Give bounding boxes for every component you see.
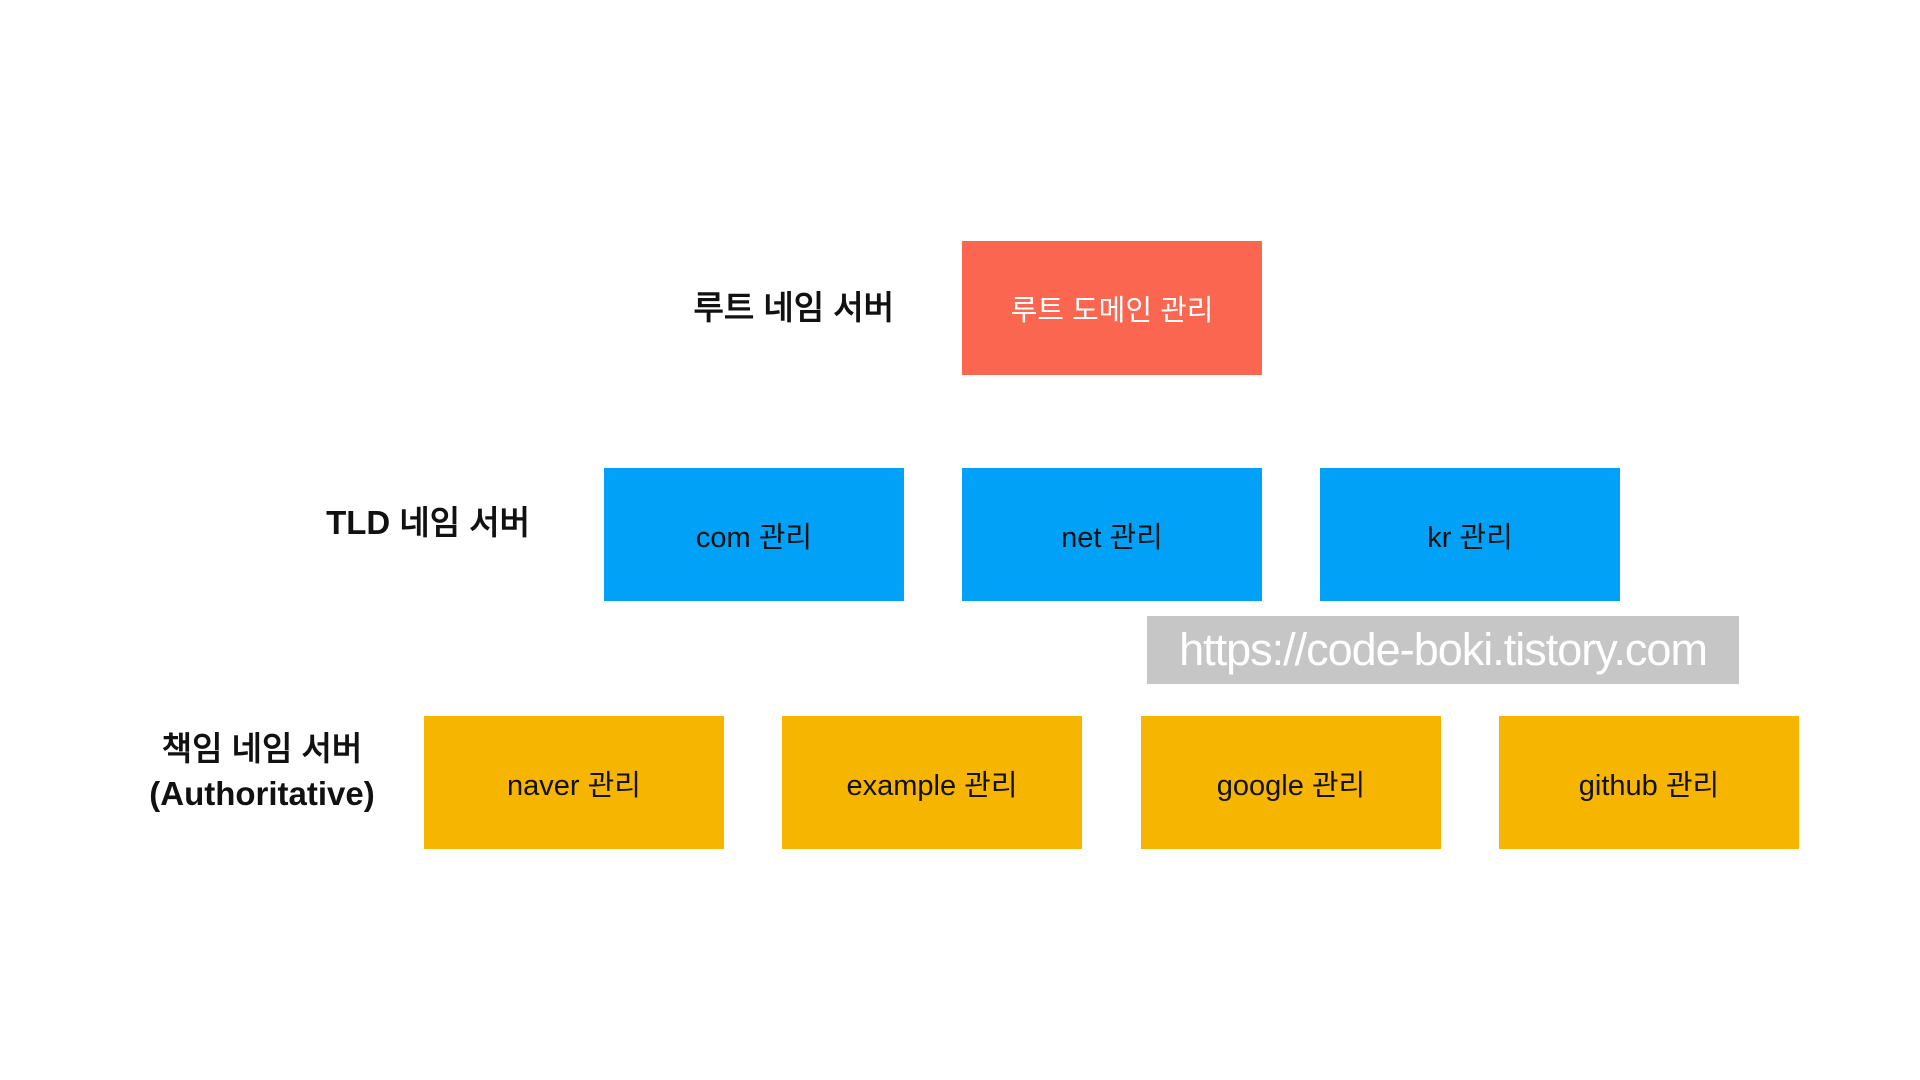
row-label-authoritative-line2: (Authoritative) bbox=[149, 774, 375, 812]
box-tld-kr: kr 관리 bbox=[1320, 468, 1620, 601]
row-label-root-name-server: 루트 네임 서버 bbox=[693, 289, 895, 326]
row-label-tld-name-server: TLD 네임 서버 bbox=[326, 504, 530, 541]
box-auth-github: github 관리 bbox=[1499, 716, 1799, 849]
box-tld-com: com 관리 bbox=[604, 468, 904, 601]
row-label-authoritative-name-server: 책임 네임 서버 (Authoritative) bbox=[112, 727, 412, 816]
box-root-domain: 루트 도메인 관리 bbox=[962, 241, 1262, 375]
box-tld-net: net 관리 bbox=[962, 468, 1262, 601]
box-auth-example: example 관리 bbox=[782, 716, 1082, 849]
watermark-url: https://code-boki.tistory.com bbox=[1147, 616, 1739, 684]
box-auth-google: google 관리 bbox=[1141, 716, 1441, 849]
row-label-authoritative-line1: 책임 네임 서버 bbox=[161, 730, 363, 767]
box-auth-naver: naver 관리 bbox=[424, 716, 724, 849]
